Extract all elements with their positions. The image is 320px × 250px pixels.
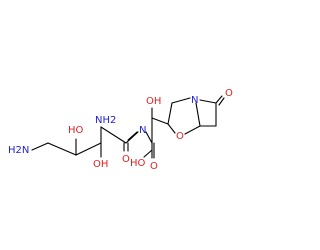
bond	[31, 142, 49, 151]
atom-label-amino-c2: NH2	[95, 115, 116, 126]
atom-label-carbonyl-oxygen: O	[122, 154, 130, 165]
atom-label-lactam-oxygen: O	[225, 88, 233, 99]
bond-lines	[31, 95, 225, 159]
atom-label-ring-nitrogen: N	[191, 95, 198, 106]
atom-label-imine-nitrogen: N	[139, 125, 146, 136]
atom-label-acid-hydroxy: HO	[130, 158, 146, 169]
bond	[145, 131, 153, 144]
atom-label-hydroxy-c4: HO	[68, 125, 84, 136]
bond	[75, 142, 102, 156]
bond	[100, 126, 127, 144]
bond	[215, 95, 223, 104]
atom-labels: H2N HO OH NH2 O N OH HO O O N O	[8, 88, 233, 172]
atom-label-amino-terminal: H2N	[8, 145, 29, 156]
bond	[125, 131, 139, 144]
atom-label-ring-oxygen: O	[176, 131, 184, 142]
bond	[151, 117, 169, 125]
canvas-background	[0, 0, 250, 250]
bond	[184, 125, 201, 135]
chemical-structure: H2N HO OH NH2 O N OH HO O O N O	[0, 0, 250, 250]
bond	[195, 102, 201, 127]
bond	[199, 99, 217, 104]
bond	[171, 97, 191, 104]
atom-label-acid-oxygen: O	[150, 161, 158, 172]
bond	[167, 123, 176, 134]
bond	[143, 149, 153, 158]
bond	[218, 97, 225, 106]
bond	[47, 142, 77, 156]
atom-label-side-hydroxy: OH	[146, 96, 161, 107]
bond	[127, 131, 138, 141]
atom-label-hydroxy-c3: OH	[93, 159, 108, 170]
bond	[167, 102, 173, 125]
